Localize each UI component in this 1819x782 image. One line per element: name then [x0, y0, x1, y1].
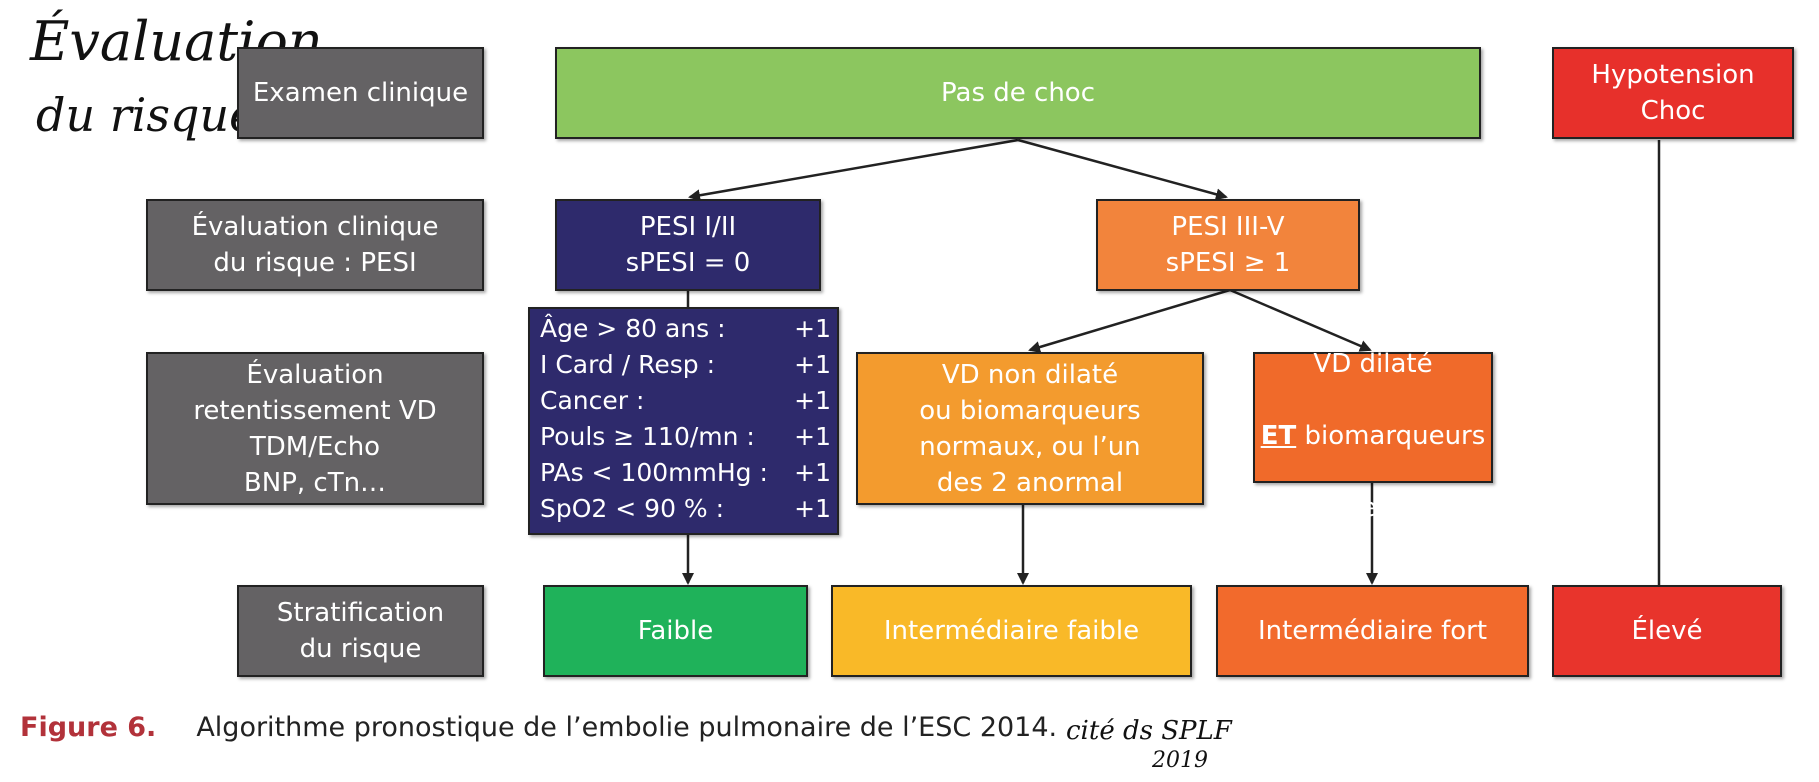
row-label-vd: Évaluation retentissement VD TDM/Echo BN…: [146, 352, 484, 505]
criteria-score: +1: [794, 458, 831, 487]
arrow-to-vd-normal: [1028, 288, 1231, 353]
criteria-label: I Card / Resp :: [540, 350, 716, 379]
row-label-strat: Stratification du risque: [237, 585, 484, 677]
criteria-label: Pouls ≥ 110/mn :: [540, 422, 755, 451]
figure-caption-text: Algorithme pronostique de l’embolie pulm…: [196, 712, 1058, 743]
handwritten-source-line1: cité ds SPLF: [1066, 716, 1232, 746]
node-no-shock: Pas de choc: [555, 47, 1481, 139]
criteria-score: +1: [794, 350, 831, 379]
node-pesi-high: PESI III-V sPESI ≥ 1: [1096, 199, 1360, 291]
criteria-label: PAs < 100mmHg :: [540, 458, 768, 487]
node-vd-normal: VD non dilaté ou biomarqueurs normaux, o…: [856, 352, 1204, 505]
arrow-to-vd-dilated: [1229, 288, 1372, 352]
outcome-int-low: Intermédiaire faible: [831, 585, 1192, 677]
row-label-exam: Examen clinique: [237, 47, 484, 139]
criteria-score: +1: [794, 422, 831, 451]
outcome-high: Élevé: [1552, 585, 1782, 677]
vd-dilated-line3: élevé: [1337, 492, 1409, 523]
criteria-label: Cancer :: [540, 386, 645, 415]
criteria-score: +1: [794, 314, 831, 343]
criteria-row: Cancer : +1: [540, 383, 831, 419]
vd-dilated-et: ET: [1260, 420, 1297, 451]
criteria-row: PAs < 100mmHg : +1: [540, 455, 831, 491]
criteria-score: +1: [794, 386, 831, 415]
criteria-row: Pouls ≥ 110/mn : +1: [540, 419, 831, 455]
vd-dilated-line2: biomarqueurs: [1296, 420, 1486, 451]
row-label-pesi: Évaluation clinique du risque : PESI: [146, 199, 484, 291]
criteria-row: I Card / Resp : +1: [540, 347, 831, 383]
vd-dilated-line1: VD dilaté: [1313, 348, 1433, 379]
node-shock: Hypotension Choc: [1552, 47, 1794, 139]
handwritten-title-line2: du risque: [36, 88, 257, 142]
figure-number: Figure 6.: [20, 712, 157, 743]
criteria-row: Âge > 80 ans : +1: [540, 311, 831, 347]
node-vd-dilated: VD dilaté ET biomarqueurs élevé: [1253, 348, 1493, 523]
outcome-int-high: Intermédiaire fort: [1216, 585, 1529, 677]
criteria-label: SpO2 < 90 % :: [540, 494, 725, 523]
arrow-to-pesi-high: [1017, 138, 1228, 201]
outcome-low: Faible: [543, 585, 808, 677]
criteria-row: SpO2 < 90 % : +1: [540, 491, 831, 527]
handwritten-source-line2: 2019: [1152, 748, 1208, 773]
figure-caption: Figure 6. Algorithme pronostique de l’emb…: [20, 712, 1057, 743]
criteria-score: +1: [794, 494, 831, 523]
node-pesi-low: PESI I/II sPESI = 0: [555, 199, 821, 291]
arrow-to-pesi-low: [688, 138, 1019, 202]
criteria-label: Âge > 80 ans :: [540, 314, 726, 343]
